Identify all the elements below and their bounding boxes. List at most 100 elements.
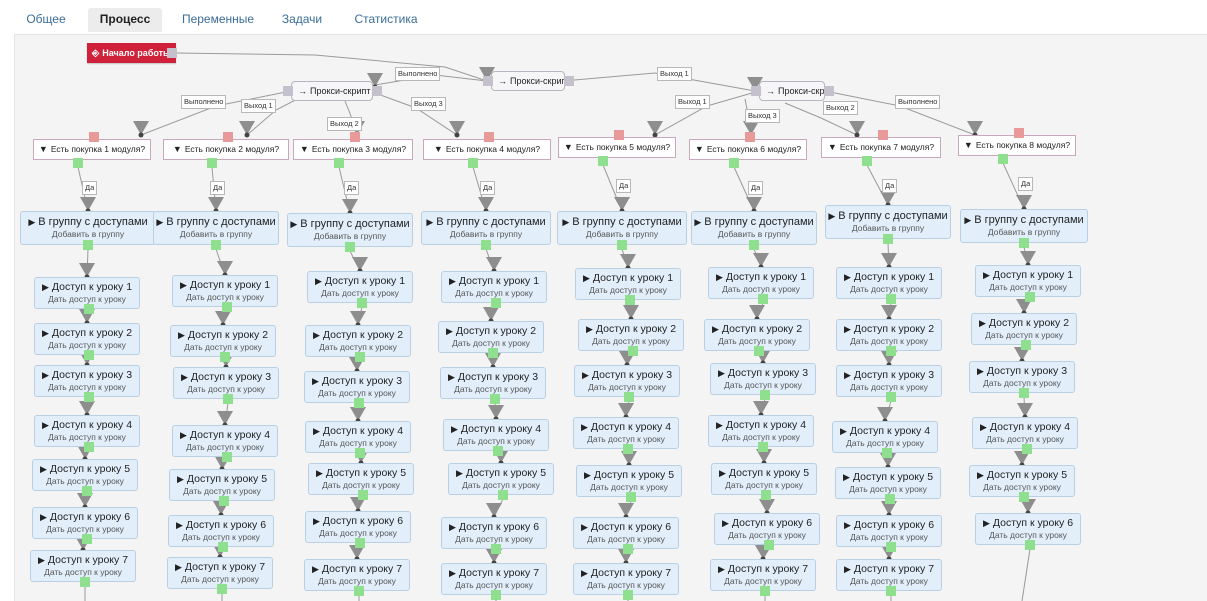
tab-2[interactable]: Процесс	[88, 8, 162, 32]
lesson-1-2-output-port[interactable]	[84, 350, 94, 360]
lesson-4-7-output-port[interactable]	[491, 590, 501, 600]
lesson-5-1-output-port[interactable]	[625, 295, 635, 305]
process-canvas[interactable]: ⎆Начало работы →Прокси-скрипт →Прокси-скри…	[14, 34, 1207, 601]
lesson-2-6-output-port[interactable]	[218, 542, 228, 552]
proxy-node-3[interactable]: →Прокси-скрипт	[759, 81, 825, 101]
condition-node-3[interactable]: ▼Есть покупка 3 модуля?	[293, 139, 413, 160]
condition-node-7[interactable]: ▼Есть покупка 7 модуля?	[821, 137, 941, 158]
condition-node-1[interactable]: ▼Есть покупка 1 модуля?	[33, 139, 151, 160]
lesson-7-2-output-port[interactable]	[886, 346, 896, 356]
condition-node-8[interactable]: ▼Есть покупка 8 модуля?	[958, 135, 1076, 156]
lesson-1-1-output-port[interactable]	[84, 304, 94, 314]
group-8-output-port[interactable]	[1019, 238, 1029, 248]
lesson-1-5-output-port[interactable]	[82, 486, 92, 496]
proxy-node-1[interactable]: →Прокси-скрипт	[291, 81, 373, 101]
lesson-7-4-output-port[interactable]	[882, 448, 892, 458]
lesson-6-5-output-port[interactable]	[761, 490, 771, 500]
proxy-1-input-port[interactable]	[283, 86, 293, 96]
lesson-5-4-output-port[interactable]	[623, 444, 633, 454]
lesson-8-3-output-port[interactable]	[1019, 388, 1029, 398]
lesson-3-3-output-port[interactable]	[354, 398, 364, 408]
lesson-4-6-output-port[interactable]	[491, 544, 501, 554]
lesson-5-2-output-port[interactable]	[628, 346, 638, 356]
lesson-5-6-output-port[interactable]	[623, 544, 633, 554]
tab-4[interactable]: Задачи	[281, 12, 323, 26]
lesson-7-3-output-port[interactable]	[886, 392, 896, 402]
lesson-1-3-output-port[interactable]	[84, 392, 94, 402]
condition-8-yes-port[interactable]	[998, 154, 1008, 164]
lesson-6-7-output-port[interactable]	[760, 586, 770, 596]
lesson-2-2-output-port[interactable]	[220, 352, 230, 362]
condition-node-2[interactable]: ▼Есть покупка 2 модуля?	[163, 139, 289, 160]
lesson-4-4-output-port[interactable]	[493, 446, 503, 456]
tab-1[interactable]: Общее	[26, 12, 66, 26]
lesson-4-1-output-port[interactable]	[491, 298, 501, 308]
group-4-output-port[interactable]	[481, 240, 491, 250]
tab-5[interactable]: Статистика	[354, 12, 418, 26]
condition-5-input-port[interactable]	[614, 130, 624, 140]
condition-3-yes-port[interactable]	[334, 158, 344, 168]
condition-2-yes-port[interactable]	[207, 158, 217, 168]
lesson-8-2-output-port[interactable]	[1021, 340, 1031, 350]
lesson-8-1-output-port[interactable]	[1025, 292, 1035, 302]
tab-3[interactable]: Переменные	[181, 12, 255, 26]
lesson-3-4-output-port[interactable]	[355, 448, 365, 458]
proxy-2-output-port[interactable]	[564, 76, 574, 86]
lesson-3-1-output-port[interactable]	[357, 298, 367, 308]
lesson-6-3-output-port[interactable]	[760, 390, 770, 400]
lesson-3-7-output-port[interactable]	[354, 586, 364, 596]
lesson-1-6-output-port[interactable]	[82, 534, 92, 544]
lesson-2-3-output-port[interactable]	[223, 394, 233, 404]
group-1-output-port[interactable]	[83, 240, 93, 250]
lesson-5-5-output-port[interactable]	[626, 492, 636, 502]
lesson-4-3-output-port[interactable]	[490, 394, 500, 404]
condition-7-yes-port[interactable]	[862, 156, 872, 166]
condition-7-input-port[interactable]	[878, 130, 888, 140]
condition-1-input-port[interactable]	[89, 132, 99, 142]
group-6-output-port[interactable]	[749, 240, 759, 250]
lesson-4-2-output-port[interactable]	[488, 348, 498, 358]
group-7-output-port[interactable]	[883, 234, 893, 244]
start-node[interactable]: ⎆Начало работы	[87, 43, 176, 63]
lesson-6-6-output-port[interactable]	[764, 540, 774, 550]
condition-6-input-port[interactable]	[745, 132, 755, 142]
condition-node-6[interactable]: ▼Есть покупка 6 модуля?	[689, 139, 807, 160]
condition-node-5[interactable]: ▼Есть покупка 5 модуля?	[558, 137, 676, 158]
lesson-1-4-output-port[interactable]	[84, 442, 94, 452]
lesson-8-4-output-port[interactable]	[1022, 444, 1032, 454]
group-5-output-port[interactable]	[617, 240, 627, 250]
proxy-3-output-port[interactable]	[824, 86, 834, 96]
